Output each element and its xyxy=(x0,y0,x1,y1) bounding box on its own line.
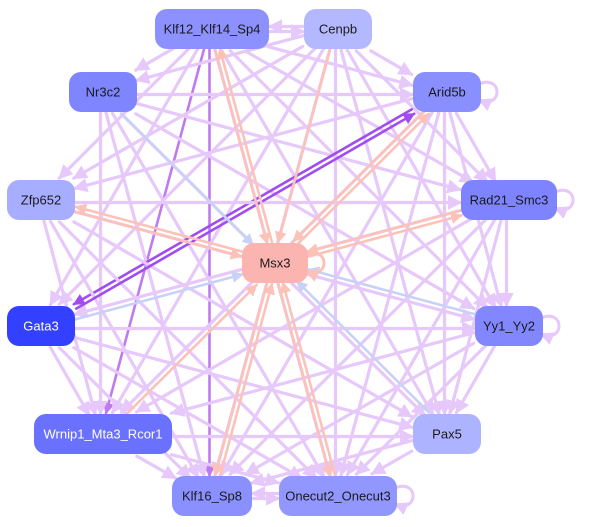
edge-arid5b-to-gata3 xyxy=(72,108,414,306)
node-klf12[interactable]: Klf12_Klf14_Sp4 xyxy=(155,9,269,49)
node-label: Arid5b xyxy=(428,85,466,100)
edge-gata3-to-klf16 xyxy=(57,346,192,480)
edge-msx3-to-arid5b xyxy=(295,112,430,247)
node-pax5[interactable]: Pax5 xyxy=(413,414,481,454)
edge-cenpb-to-arid5b xyxy=(369,49,414,77)
node-klf16[interactable]: Klf16_Sp8 xyxy=(172,476,252,516)
edge-nr3c2-to-msx3 xyxy=(120,112,255,247)
edge-cenpb-to-zfp652 xyxy=(72,44,305,180)
edge-nr3c2-to-rad21 xyxy=(134,101,462,194)
node-label: Msx3 xyxy=(259,256,290,271)
node-label: Klf12_Klf14_Sp4 xyxy=(164,22,261,37)
node-label: Zfp652 xyxy=(21,193,61,208)
edge-pax5-to-onecut xyxy=(370,449,414,476)
node-box xyxy=(461,180,557,220)
edge-klf12-to-msx3 xyxy=(213,48,271,245)
edge-nr3c2-to-yy1 xyxy=(134,112,476,311)
edge-cenpb-to-wrnip1 xyxy=(110,46,326,415)
self-loop-rad21 xyxy=(553,188,575,219)
edge-arid5b-to-klf16 xyxy=(219,109,435,477)
node-label: Gata3 xyxy=(23,319,58,334)
node-cenpb[interactable]: Cenpb xyxy=(304,9,372,49)
node-label: Pax5 xyxy=(432,427,462,442)
edge-onecut-to-msx3 xyxy=(279,281,337,477)
edge-klf12-to-nr3c2 xyxy=(134,45,178,72)
edge-gata3-to-onecut xyxy=(72,346,304,480)
edge-cenpb-to-msx3 xyxy=(275,47,332,244)
self-loop-msx3 xyxy=(304,251,326,282)
node-box xyxy=(34,414,172,454)
node-msx3[interactable]: Msx3 xyxy=(242,243,308,283)
node-gata3[interactable]: Gata3 xyxy=(7,306,75,346)
node-box xyxy=(279,476,397,516)
edge-rad21-to-klf16 xyxy=(228,216,489,476)
self-loop-onecut xyxy=(393,484,415,515)
node-nr3c2[interactable]: Nr3c2 xyxy=(69,72,137,112)
edge-msx3-to-klf16 xyxy=(212,281,269,477)
node-label: Onecut2_Onecut3 xyxy=(285,489,391,504)
edge-yy1-to-klf16 xyxy=(244,341,476,476)
node-box xyxy=(69,72,137,112)
node-label: Nr3c2 xyxy=(86,85,121,100)
edge-klf12-to-wrnip1 xyxy=(103,47,206,415)
self-loop-arid5b xyxy=(477,80,499,111)
edge-klf16-to-msx3 xyxy=(218,282,275,478)
edge-yy1-to-onecut xyxy=(354,342,489,476)
edge-zfp652-to-msx3 xyxy=(73,210,243,260)
edge-klf12-to-zfp652 xyxy=(57,45,192,180)
node-rad21[interactable]: Rad21_Smc3 xyxy=(461,180,557,220)
edge-msx3-to-rad21 xyxy=(307,212,463,258)
node-label: Wrnip1_Mta3_Rcor1 xyxy=(44,427,163,442)
edge-cenpb-to-rad21 xyxy=(354,49,489,184)
edge-arid5b-to-rad21 xyxy=(454,111,497,183)
edge-msx3-to-onecut xyxy=(276,282,334,478)
edge-arid5b-to-onecut xyxy=(337,109,441,477)
node-label: Rad21_Smc3 xyxy=(470,193,549,208)
node-box xyxy=(155,9,269,49)
node-onecut[interactable]: Onecut2_Onecut3 xyxy=(279,476,397,516)
edge-zfp652-to-pax5 xyxy=(72,220,414,419)
edge-arid5b-to-msx3 xyxy=(292,108,427,243)
edge-pax5-to-msx3 xyxy=(295,279,430,414)
self-loop-yy1 xyxy=(539,314,561,345)
node-arid5b[interactable]: Arid5b xyxy=(413,72,481,112)
edge-yy1-to-pax5 xyxy=(454,343,497,415)
node-yy1[interactable]: Yy1_Yy2 xyxy=(475,306,543,346)
edge-nr3c2-to-klf16 xyxy=(104,111,208,479)
edge-gata3-to-msx3 xyxy=(74,271,244,321)
node-box xyxy=(413,414,481,454)
edge-msx3-to-zfp652 xyxy=(74,203,244,254)
edge-gata3-to-wrnip1 xyxy=(48,345,91,417)
edge-msx3-to-klf12 xyxy=(216,47,274,244)
node-box xyxy=(475,306,543,346)
node-box xyxy=(7,180,75,220)
node-box xyxy=(304,9,372,49)
edge-layer xyxy=(42,19,514,506)
node-box xyxy=(413,72,481,112)
edge-wrnip1-to-msx3 xyxy=(123,283,258,418)
edge-rad21-to-wrnip1 xyxy=(134,216,475,414)
edge-wrnip1-to-klf16 xyxy=(135,454,178,480)
node-box xyxy=(242,243,308,283)
edge-rad21-to-msx3 xyxy=(306,209,462,255)
edge-yy1-to-wrnip1 xyxy=(169,331,476,417)
node-label: Cenpb xyxy=(319,22,357,37)
edge-cenpb-to-pax5 xyxy=(339,48,443,417)
node-box xyxy=(7,306,75,346)
edge-gata3-to-arid5b xyxy=(74,112,416,310)
node-box xyxy=(172,476,252,516)
self-loop-layer xyxy=(304,80,575,515)
node-label: Yy1_Yy2 xyxy=(483,319,535,334)
edge-arid5b-to-zfp652 xyxy=(72,97,414,193)
node-zfp652[interactable]: Zfp652 xyxy=(7,180,75,220)
node-wrnip1[interactable]: Wrnip1_Mta3_Rcor1 xyxy=(34,414,172,454)
node-label: Klf16_Sp8 xyxy=(182,489,242,504)
edge-yy1-to-msx3 xyxy=(307,266,477,316)
